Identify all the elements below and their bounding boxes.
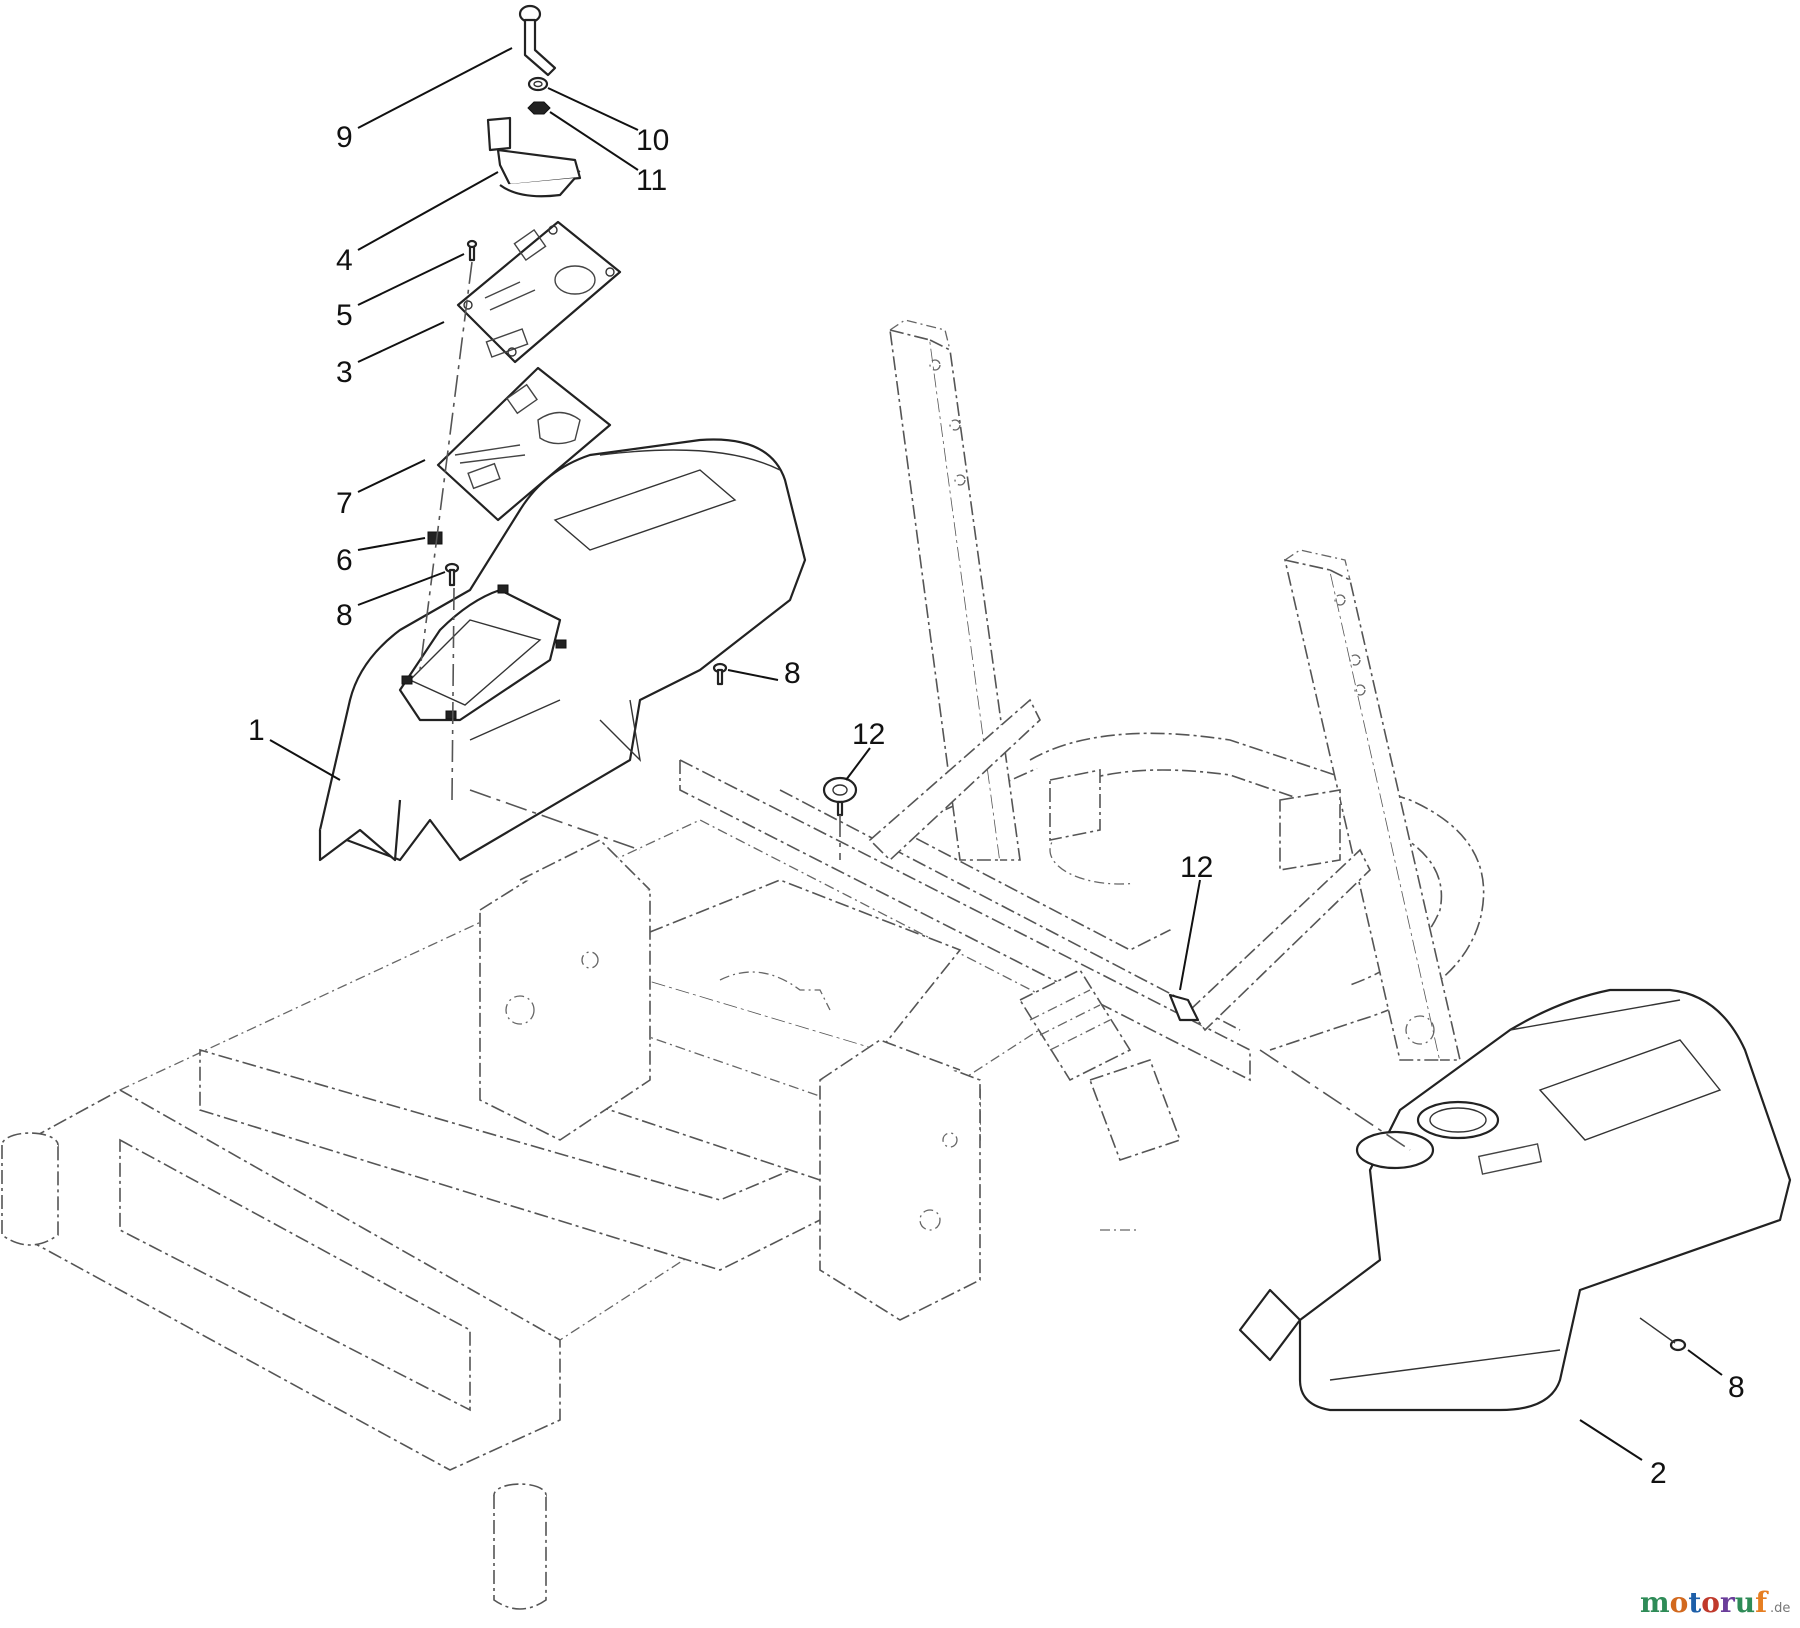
callout-leaders — [269, 47, 1723, 1461]
callout-6: 6 — [336, 544, 353, 577]
watermark-logo: motoruf .de — [1640, 1586, 1790, 1619]
left-console-pod — [318, 438, 807, 862]
callout-4: 4 — [336, 244, 353, 277]
right-console-pod — [1238, 988, 1792, 1412]
callout-2: 2 — [1650, 1457, 1667, 1490]
chassis-frame — [1, 319, 1485, 1610]
callout-12: 12 — [852, 718, 885, 751]
callout-1: 1 — [248, 714, 265, 747]
callout-8: 8 — [1728, 1371, 1745, 1404]
callout-9: 9 — [336, 121, 353, 154]
callout-8: 8 — [336, 599, 353, 632]
callout-10: 10 — [636, 124, 669, 157]
callout-labels: 9 10 11 4 5 3 7 6 8 8 1 12 12 8 2 — [248, 121, 1745, 1490]
callout-3: 3 — [336, 356, 353, 389]
callout-11: 11 — [636, 164, 667, 197]
watermark-suffix: .de — [1770, 1601, 1790, 1616]
exploded-parts-stack — [419, 4, 1687, 1352]
watermark-brand: motoruf — [1640, 1586, 1769, 1619]
callout-7: 7 — [336, 487, 353, 520]
callout-5: 5 — [336, 299, 353, 332]
callout-12: 12 — [1180, 851, 1213, 884]
callout-8: 8 — [784, 657, 801, 690]
